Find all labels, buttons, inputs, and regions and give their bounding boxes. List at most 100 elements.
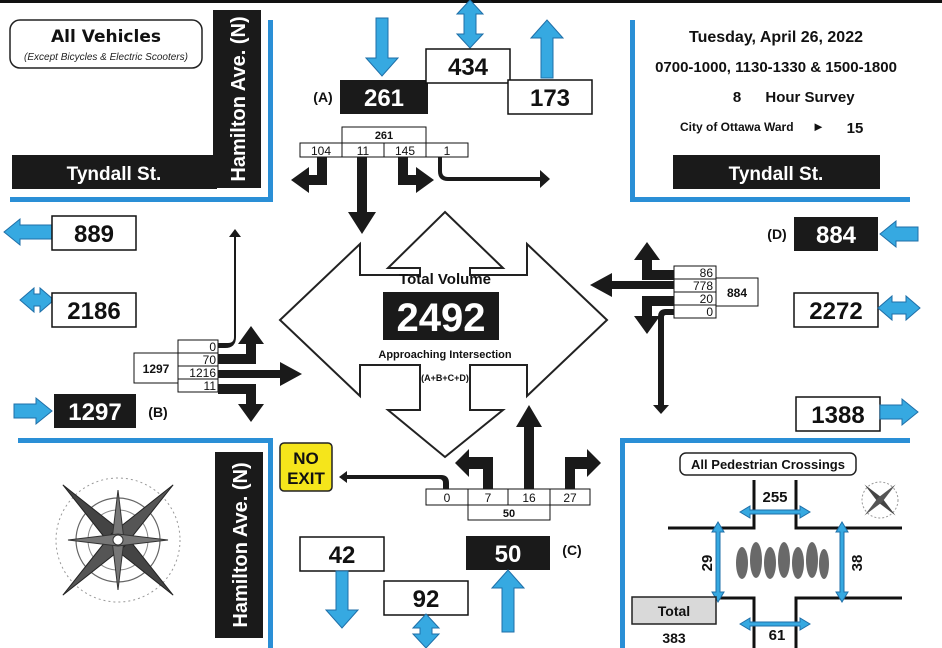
subtotal-b: 1297	[143, 362, 170, 376]
subtotal-c: 50	[503, 508, 515, 520]
a-left: 145	[395, 144, 415, 158]
approach-a: (A) 261 434 173 261 104 11 145 1	[291, 0, 592, 234]
c-through: 16	[522, 491, 536, 505]
ped-east: 38	[849, 555, 866, 572]
b-uturn-arrow	[218, 229, 241, 348]
arrow-in-b	[14, 398, 52, 424]
a-right: 104	[311, 144, 331, 158]
arrow-both-d	[878, 296, 920, 320]
ward-label: City of Ottawa Ward	[680, 120, 794, 134]
d-through: 778	[693, 279, 713, 293]
approaching-label: Approaching Intersection	[378, 349, 512, 361]
c-left-arrow	[455, 449, 493, 489]
ped-total: 383	[662, 630, 686, 646]
approach-d-volume: 884	[816, 222, 857, 249]
total-volume-value: 2492	[397, 296, 486, 340]
svg-text:Tyndall St.: Tyndall St.	[67, 164, 162, 185]
center-total: Total Volume 2492 Approaching Intersecti…	[280, 212, 607, 457]
tag-d: (D)	[767, 226, 786, 242]
total-volume-label: Total Volume	[399, 271, 491, 288]
d-right-arrow	[634, 242, 674, 280]
a-left-arrow	[398, 157, 434, 193]
c-left: 7	[485, 491, 492, 505]
arrow-in-a	[366, 18, 398, 76]
exit-b: 889	[74, 221, 114, 248]
approach-b-volume: 1297	[68, 399, 121, 426]
a-through-arrow	[348, 157, 376, 234]
d-uturn: 0	[706, 305, 713, 319]
a-uturn-arrow	[438, 157, 550, 188]
ped-south: 61	[769, 627, 786, 644]
b-right-arrow	[218, 384, 264, 422]
survey-type: Hour Survey	[765, 89, 855, 106]
c-uturn: 0	[444, 491, 451, 505]
compass-rose-icon	[8, 430, 229, 648]
survey-periods: 0700-1000, 1130-1330 & 1500-1800	[655, 59, 897, 76]
a-uturn: 1	[444, 144, 451, 158]
street-label-sw-ns: Hamilton Ave. (N)	[215, 452, 263, 638]
c-right: 27	[563, 491, 577, 505]
arrow-both-a	[457, 0, 483, 48]
b-through: 1216	[189, 366, 216, 380]
ward-number: 15	[847, 120, 864, 137]
a-right-arrow	[291, 157, 327, 193]
c-uturn-arrow	[339, 471, 449, 489]
approach-b: 889 2186 1297 (B) 1297 0 70 1216 11	[4, 216, 302, 428]
exit-d: 1388	[811, 402, 864, 429]
total-a: 434	[448, 54, 489, 81]
survey-date: Tuesday, April 26, 2022	[689, 29, 863, 46]
arrow-out-c	[326, 571, 358, 628]
d-right: 86	[700, 266, 714, 280]
tag-b: (B)	[148, 404, 167, 420]
survey-hours: 8	[733, 89, 741, 106]
ward-arrow: ►	[812, 119, 825, 134]
approach-a-volume: 261	[364, 85, 404, 112]
d-uturn-arrow	[653, 309, 674, 414]
svg-text:NO: NO	[293, 449, 319, 468]
d-left: 20	[700, 292, 714, 306]
street-label-ne-ew: Tyndall St.	[673, 155, 880, 189]
formula-label: (A+B+C+D)	[421, 373, 469, 383]
arrow-out-a	[531, 20, 563, 78]
b-left: 70	[203, 353, 217, 367]
approach-c-volume: 50	[495, 541, 522, 568]
no-exit-sign: NO EXIT	[280, 443, 332, 491]
street-label-nw-ns: Hamilton Ave. (N)	[213, 10, 261, 188]
b-uturn: 0	[209, 340, 216, 354]
legend-subtitle: (Except Bicycles & Electric Scooters)	[24, 52, 188, 63]
arrow-both-b	[20, 288, 54, 312]
arrow-in-d	[880, 221, 918, 247]
exit-a: 173	[530, 85, 570, 112]
approach-d: (D) 884 2272 1388 86 778 20 0 884	[590, 217, 920, 431]
arrow-out-b	[4, 219, 54, 245]
pedestrian-crowd-icon	[736, 542, 829, 579]
ped-title: All Pedestrian Crossings	[691, 457, 845, 472]
tag-a: (A)	[313, 89, 332, 105]
svg-text:EXIT: EXIT	[287, 469, 325, 488]
svg-text:Hamilton Ave. (N): Hamilton Ave. (N)	[230, 462, 252, 627]
subtotal-a: 261	[375, 130, 393, 142]
legend-title: All Vehicles	[51, 27, 161, 47]
small-compass-icon	[849, 469, 911, 531]
total-b: 2186	[67, 298, 120, 325]
svg-text:Tyndall St.: Tyndall St.	[729, 164, 824, 185]
ped-west: 29	[699, 555, 716, 572]
subtotal-d: 884	[727, 286, 747, 300]
b-through-arrow	[218, 362, 302, 386]
c-through-arrow	[516, 405, 542, 489]
ped-north: 255	[762, 489, 787, 506]
ped-total-label: Total	[658, 603, 690, 619]
a-through: 11	[357, 144, 370, 158]
exit-c: 42	[329, 542, 356, 569]
svg-text:Hamilton Ave. (N): Hamilton Ave. (N)	[228, 16, 250, 181]
total-d: 2272	[809, 298, 862, 325]
arrow-out-d	[880, 399, 918, 425]
c-right-arrow	[565, 449, 601, 489]
total-c: 92	[413, 586, 440, 613]
arrow-both-c	[413, 614, 439, 648]
tag-c: (C)	[562, 542, 581, 558]
street-label-nw-ew: Tyndall St.	[12, 155, 217, 189]
legend-box: All Vehicles (Except Bicycles & Electric…	[10, 20, 202, 68]
arrow-in-c	[492, 570, 524, 632]
